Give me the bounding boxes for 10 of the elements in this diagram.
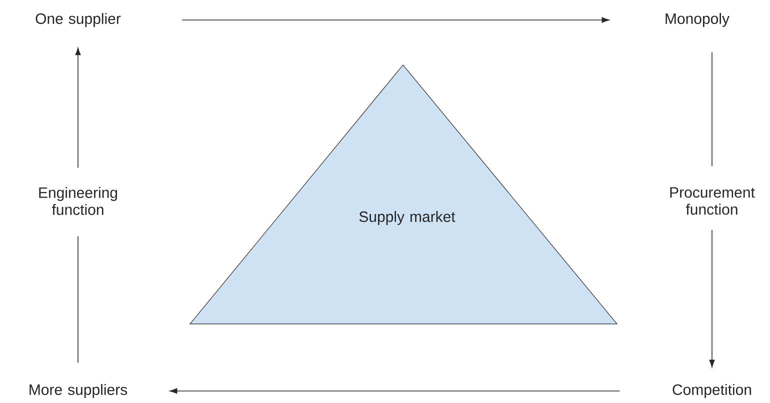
text-label: One supplier	[36, 13, 121, 27]
text-label: Competition	[672, 384, 752, 398]
text-label: Engineering function	[39, 186, 118, 215]
arrow	[182, 17, 610, 23]
text-label: Monopoly	[666, 13, 730, 27]
text-label: Procurement function	[670, 187, 755, 215]
arrow	[75, 48, 81, 168]
text-label: More suppliers	[30, 384, 128, 398]
arrow	[709, 230, 715, 368]
arrow	[170, 388, 620, 394]
